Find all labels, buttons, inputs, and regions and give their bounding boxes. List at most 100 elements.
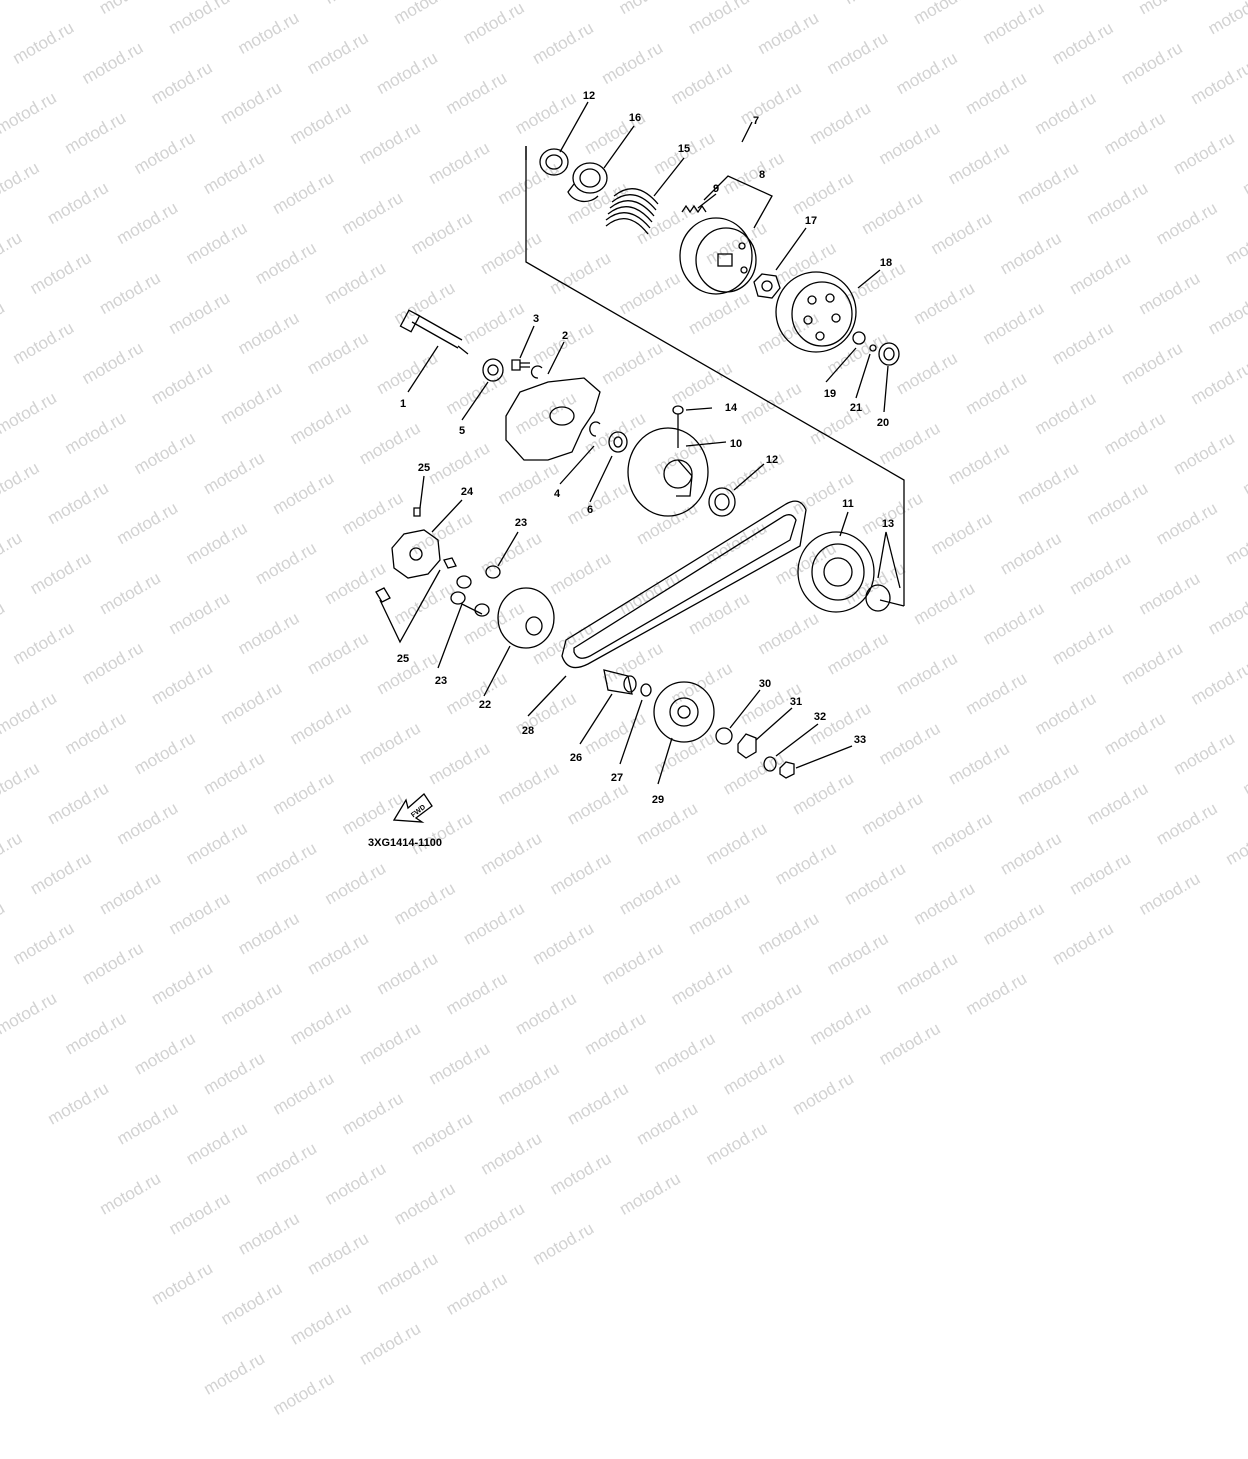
diagram-drawing: FWD 121615789171832151921201410124625242… <box>375 90 905 823</box>
watermark-text: motod.ru <box>373 1248 442 1299</box>
callout-19: 19 <box>824 388 836 400</box>
watermark-text: motod.ru <box>130 1028 199 1079</box>
secondary-sheave-part <box>797 531 875 613</box>
oil-seal-part <box>539 148 569 176</box>
callout-25: 25 <box>418 462 430 474</box>
watermark-text: motod.ru <box>321 1158 390 1209</box>
watermark-text: motod.ru <box>477 1128 546 1179</box>
callout-17: 17 <box>805 215 817 227</box>
callout-12: 12 <box>583 90 595 102</box>
collar-part <box>567 162 608 203</box>
watermark-text: motod.ru <box>200 1048 268 1099</box>
callout-5: 5 <box>459 425 465 437</box>
watermark-text: motod.ru <box>650 1028 719 1079</box>
watermark-text: motod.ru <box>148 1258 216 1309</box>
callout-7: 7 <box>753 115 759 127</box>
diagram-code: 3XG1414-1100 <box>368 837 443 849</box>
watermark-text: motod.ru <box>113 1098 182 1149</box>
callout-18: 18 <box>880 257 892 269</box>
washer-part-32 <box>763 756 777 772</box>
callout-15: 15 <box>678 143 690 155</box>
callout-23: 23 <box>435 675 447 687</box>
watermark-text: motod.ru <box>269 1368 338 1419</box>
watermark-text: motod.ru <box>304 1228 372 1279</box>
watermark-text: motod.ru <box>633 1098 702 1149</box>
callout-4: 4 <box>554 488 561 500</box>
clutch-spring-part <box>681 204 707 214</box>
watermark-text: motod.ru <box>165 1188 234 1239</box>
nut-part <box>753 273 781 299</box>
slider-clip-part <box>413 507 421 517</box>
watermark-text: motod.ru <box>512 988 580 1039</box>
oil-seal-part-2 <box>708 487 736 517</box>
callout-11: 11 <box>842 498 854 510</box>
callout-25: 25 <box>397 653 409 665</box>
cam-part <box>391 529 441 579</box>
watermark-text: motod.ru <box>598 938 667 989</box>
callout-1: 1 <box>400 398 406 410</box>
callout-20: 20 <box>877 417 889 429</box>
callout-3: 3 <box>533 313 539 325</box>
bolt-part <box>511 359 530 371</box>
v-belt-part <box>561 500 807 669</box>
ring-part <box>865 584 891 612</box>
watermark-text: motod.ru <box>338 1088 407 1139</box>
callout-22: 22 <box>479 699 491 711</box>
callout-14: 14 <box>725 402 738 414</box>
callout-32: 32 <box>814 711 826 723</box>
watermark-text: motod.ru <box>200 1348 268 1399</box>
clutch-housing-part <box>775 271 857 353</box>
bearing-part-5 <box>482 358 504 382</box>
watermark-text: motod.ru <box>875 1018 944 1069</box>
callout-12: 12 <box>766 454 778 466</box>
clip-part <box>530 365 543 379</box>
callout-8: 8 <box>759 169 765 181</box>
gear-part <box>715 727 733 745</box>
fwd-arrow-icon <box>392 793 433 823</box>
watermark-text: motod.ru <box>148 958 216 1009</box>
watermark-text: motod.ru <box>182 1118 251 1169</box>
callout-31: 31 <box>790 696 802 708</box>
bearing-part-20 <box>878 342 900 366</box>
watermark-text: motod.ru <box>356 1018 424 1069</box>
watermark-text: motod.ru <box>564 1078 632 1129</box>
callout-6: 6 <box>587 504 593 516</box>
callout-33: 33 <box>854 734 866 746</box>
watermark-text: motod.ru <box>668 958 736 1009</box>
callout-2: 2 <box>562 330 568 342</box>
watermark-text: motod.ru <box>425 1038 494 1089</box>
watermark-text: motod.ru <box>217 1278 286 1329</box>
watermark-text: motod.ru <box>234 1208 303 1259</box>
watermark-text: motod.ru <box>286 998 355 1049</box>
callout-30: 30 <box>759 678 771 690</box>
watermark-text: motod.ru <box>806 998 875 1049</box>
nut-part-31 <box>737 733 757 759</box>
watermark-text: motod.ru <box>737 978 805 1029</box>
watermark-text: motod.ru <box>373 948 442 999</box>
washer-part-27 <box>640 683 652 697</box>
sliding-sheave-part <box>627 427 709 517</box>
watermark-text: motod.ru <box>356 1318 424 1369</box>
watermark-text: motod.ru <box>720 1048 788 1099</box>
callout-13: 13 <box>882 518 894 530</box>
cover-plate-part <box>505 377 601 461</box>
nut-part-33 <box>779 761 795 779</box>
circlip-part <box>589 421 601 437</box>
watermark-text: motod.ru <box>252 1138 320 1189</box>
primary-shaft-part <box>399 309 469 355</box>
watermark-text: motod.ru <box>823 928 892 979</box>
watermark-text: motod.ru <box>460 1198 528 1249</box>
watermark-text: motod.ru <box>529 1218 598 1269</box>
watermark-text: motod.ru <box>494 1058 563 1109</box>
watermark-text: motod.ru <box>390 1178 459 1229</box>
watermark-text: motod.ru <box>442 1268 511 1319</box>
watermark-text: motod.ru <box>581 1008 650 1059</box>
watermark-text: motod.ru <box>442 968 511 1019</box>
watermark-text: motod.ru <box>789 1068 857 1119</box>
weight-roller-part <box>450 565 501 617</box>
washer-part-6 <box>608 431 628 453</box>
callout-9: 9 <box>713 183 719 195</box>
watermark-text: motod.ru <box>408 1108 476 1159</box>
watermark-text: motod.ru <box>61 1008 130 1059</box>
